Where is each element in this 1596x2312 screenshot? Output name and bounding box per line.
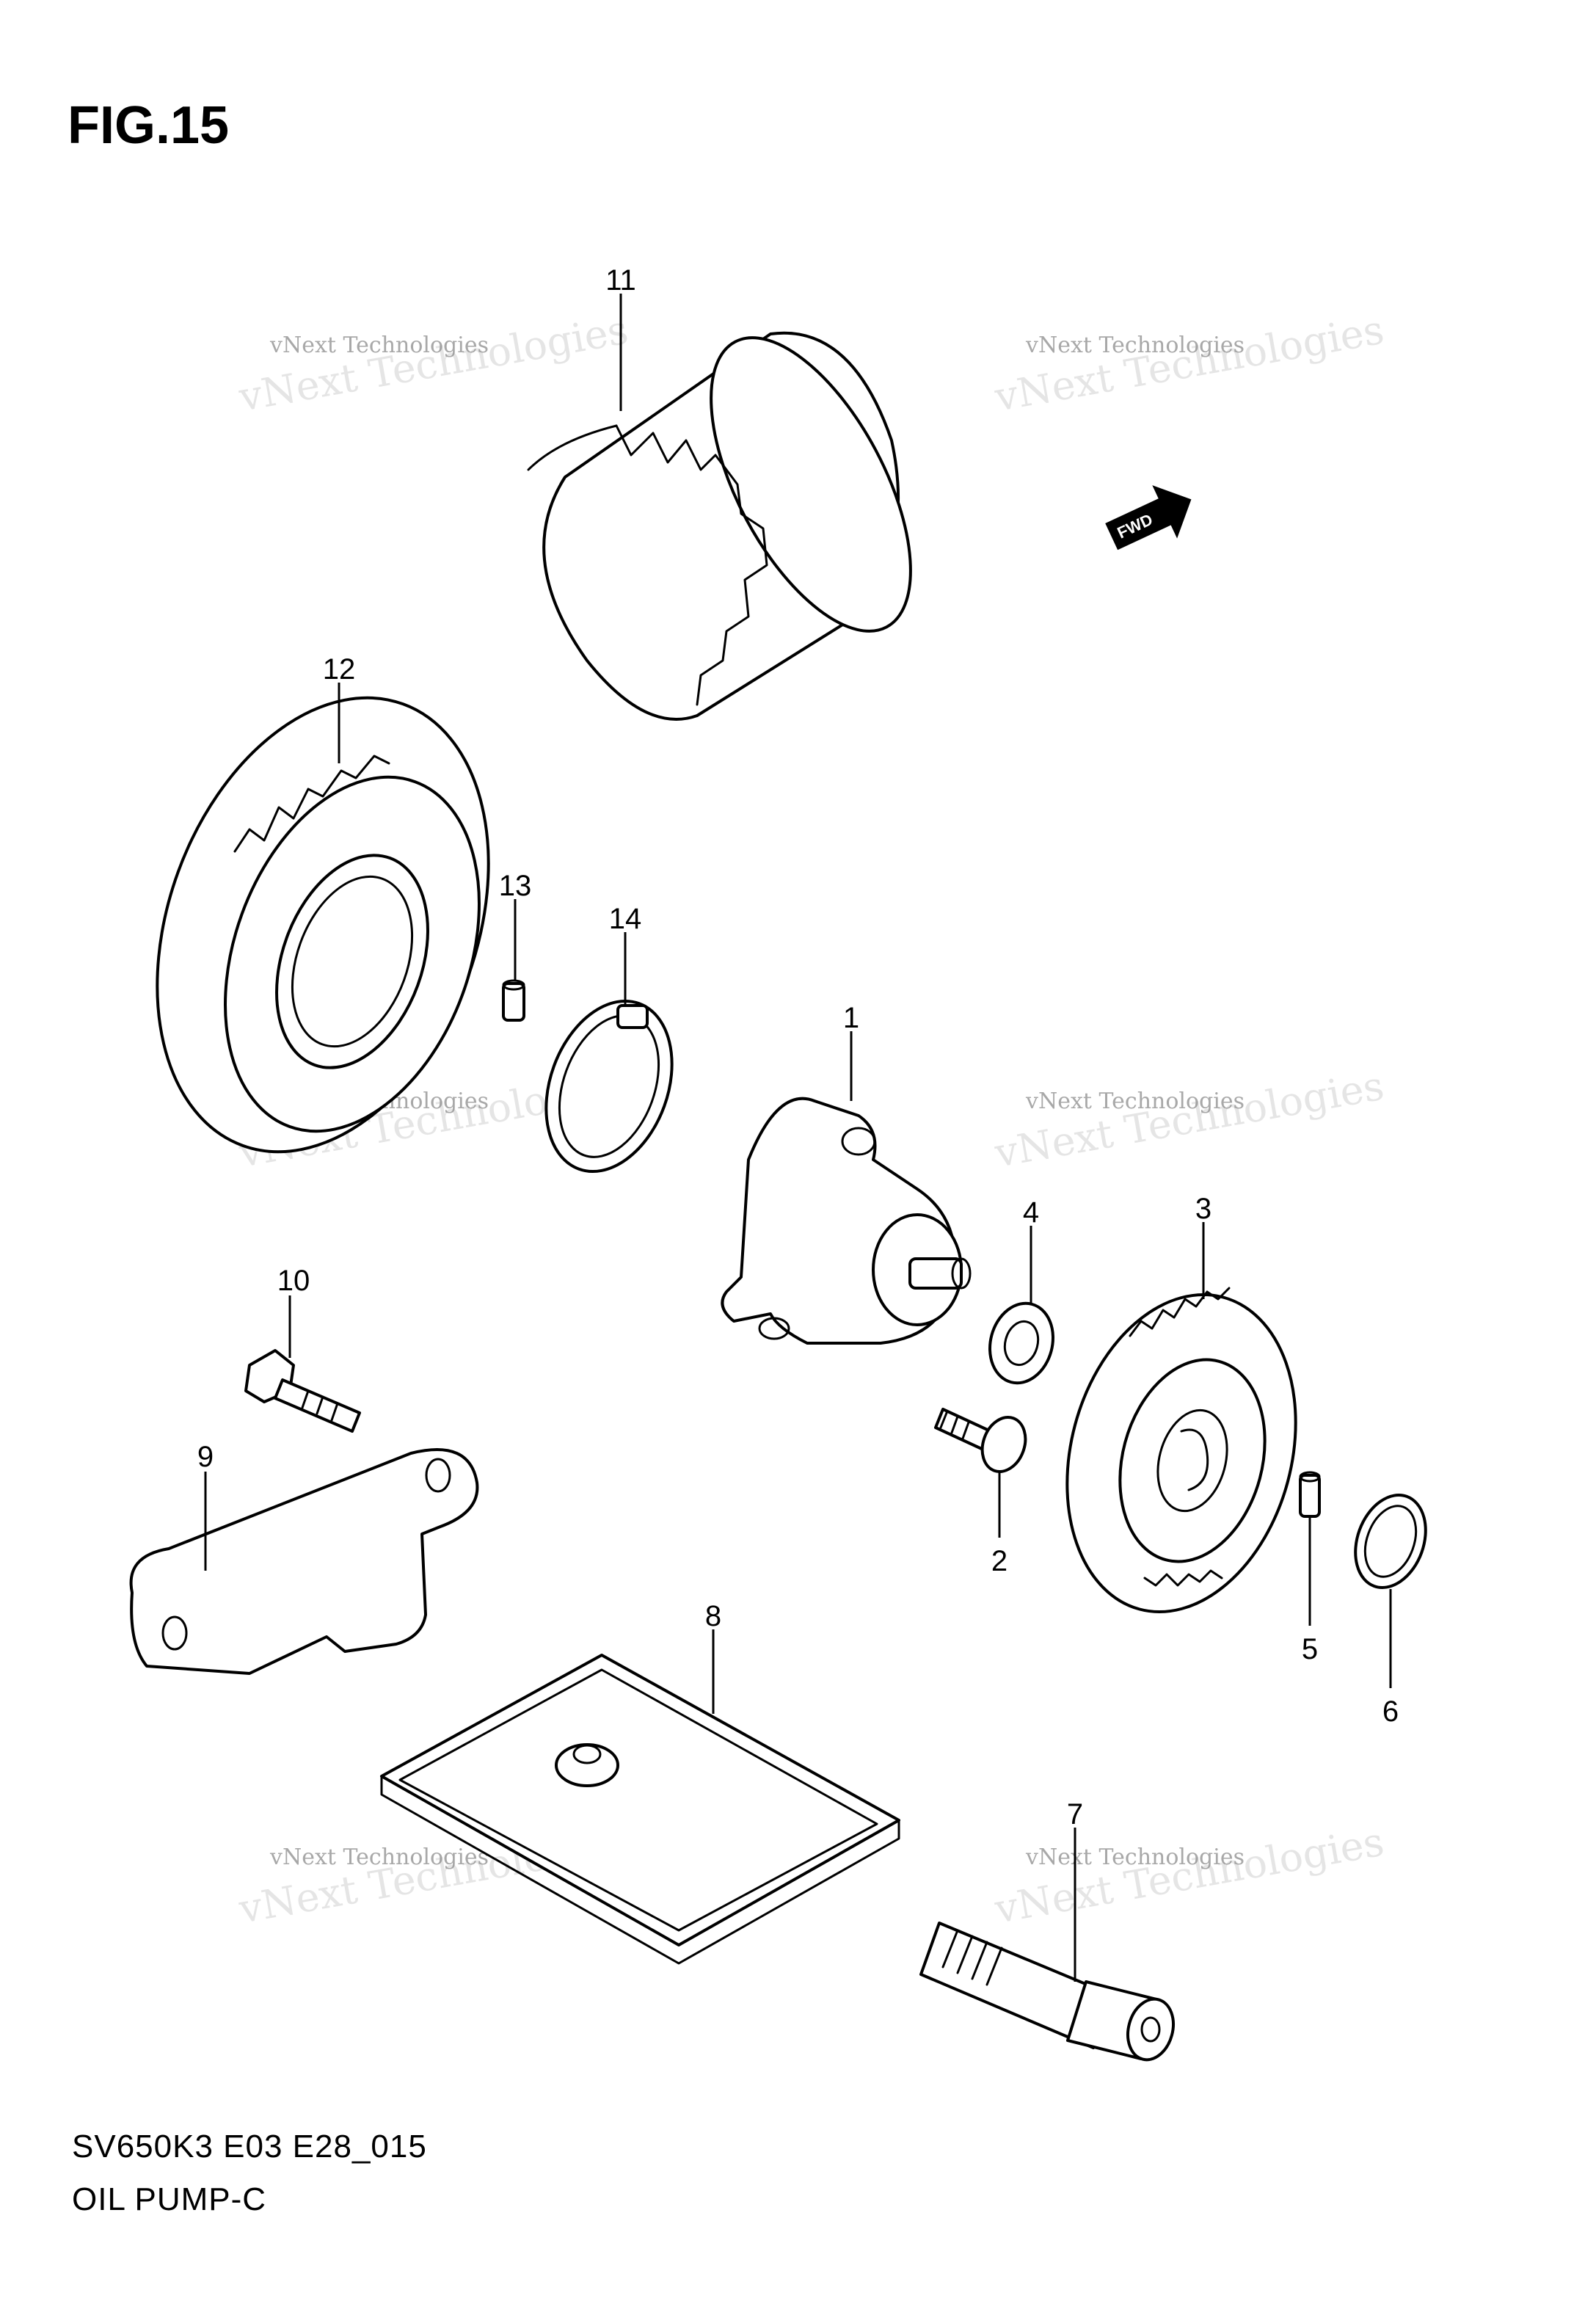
- watermark-middle-right: vNext Technologies vNext Technologies: [991, 1063, 1387, 1177]
- callout-2: 2: [991, 1545, 1007, 1577]
- part-12-sprocket: [156, 696, 490, 1154]
- part-13-pin: [502, 979, 525, 1022]
- watermark-text-big: vNext Technologies: [991, 1819, 1387, 1933]
- figure-title: FIG.15: [68, 96, 230, 155]
- part-1-oil-pump: [721, 1097, 972, 1345]
- part-7-pressure-switch: [919, 1922, 1175, 2062]
- watermark-text-big: vNext Technologies: [991, 307, 1387, 421]
- callout-5: 5: [1302, 1633, 1318, 1665]
- watermark-bottom-right: vNext Technologies vNext Technologies: [991, 1819, 1387, 1933]
- figure-code: SV650K3 E03 E28_015: [72, 2129, 427, 2164]
- watermark-text-big: vNext Technologies: [235, 307, 631, 421]
- fwd-direction-marker: FWD: [1105, 485, 1192, 550]
- leader-lines: [204, 294, 1392, 1982]
- part-6-circlip: [1354, 1494, 1427, 1589]
- callout-6: 6: [1382, 1695, 1399, 1728]
- watermark-text-small: vNext Technologies: [269, 332, 489, 358]
- part-4-washer: [988, 1301, 1054, 1385]
- part-2-screw: [934, 1408, 1027, 1473]
- part-3-pump-gear: [1065, 1287, 1297, 1614]
- watermark-text-small: vNext Technologies: [1025, 1844, 1245, 1870]
- watermark-text-small: vNext Technologies: [1025, 1088, 1245, 1114]
- figure-caption: OIL PUMP-C: [72, 2181, 267, 2217]
- watermark-text-small: vNext Technologies: [269, 1844, 489, 1870]
- watermark-top-right: vNext Technologies vNext Technologies: [991, 307, 1387, 421]
- watermark-text-big: vNext Technologies: [991, 1063, 1387, 1177]
- part-10-bolt: [244, 1349, 361, 1433]
- callout-3: 3: [1195, 1193, 1211, 1225]
- part-9-bracket-plate: [129, 1448, 479, 1675]
- callout-8: 8: [705, 1600, 721, 1632]
- part-8-oil-strainer: [380, 1654, 900, 1965]
- callout-4: 4: [1023, 1196, 1039, 1229]
- watermark-top-left: vNext Technologies vNext Technologies: [235, 307, 631, 421]
- callout-14: 14: [609, 903, 642, 935]
- callout-labels: 1 2 3 4 5 6 7 8 9 10 11 12 13 14: [197, 264, 1399, 1831]
- callout-10: 10: [277, 1265, 310, 1297]
- callout-1: 1: [843, 1002, 859, 1034]
- callout-11: 11: [605, 264, 636, 297]
- callout-9: 9: [197, 1441, 214, 1473]
- callout-12: 12: [323, 653, 356, 686]
- part-5-pin: [1299, 1471, 1321, 1518]
- part-11-oil-filter: [527, 331, 912, 721]
- callout-7: 7: [1067, 1798, 1083, 1831]
- callout-13: 13: [499, 870, 532, 902]
- watermark-text-small: vNext Technologies: [1025, 332, 1245, 358]
- part-14-circlip: [544, 999, 674, 1174]
